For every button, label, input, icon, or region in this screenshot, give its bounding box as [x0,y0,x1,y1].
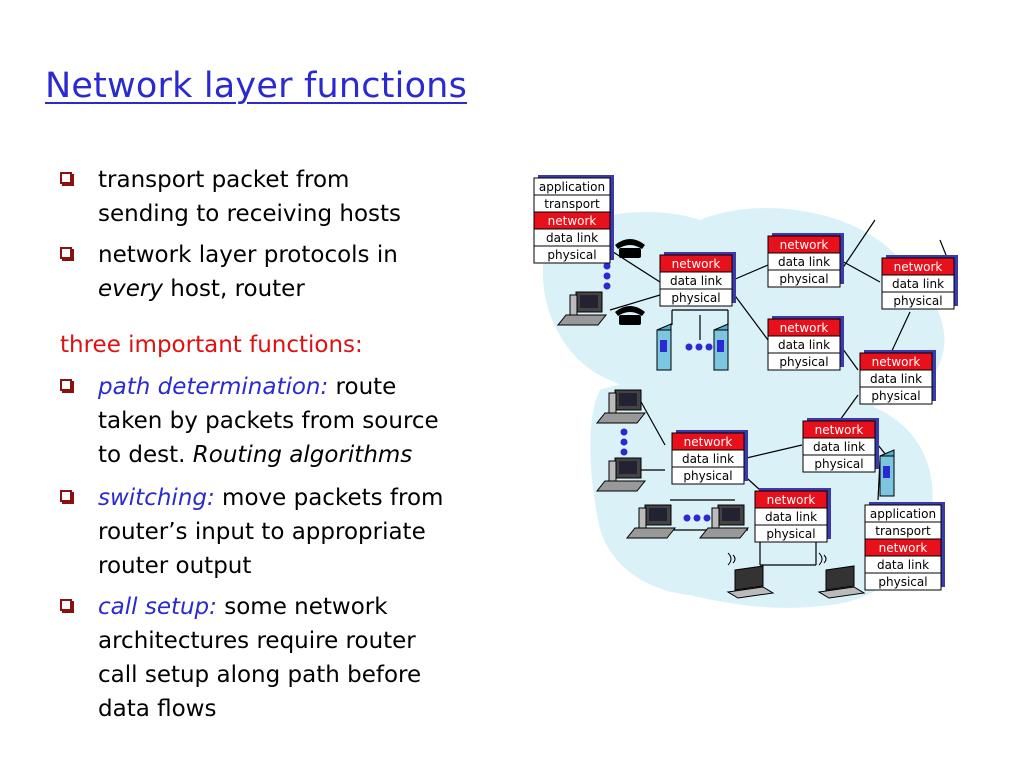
layer-label: data link [870,372,922,386]
layer-physical [659,288,733,307]
bullet-square-icon [60,490,72,502]
desktop-computer-icon [625,504,677,539]
layer-label: network [672,257,721,271]
bullet-line: call setup: some network [98,594,388,620]
desktop-computer-icon [595,457,647,492]
layer-label: data link [813,440,865,454]
layer-label: network [780,238,829,252]
layer-label: physical [814,457,863,471]
router-stack: network data link physical [802,418,879,473]
layer-label: data link [682,452,734,466]
desktop-computer-icon [595,389,647,424]
layer-label: network [548,214,597,228]
bullet-line: sending to receiving hosts [98,201,401,227]
layer-physical [767,269,841,288]
layer-label: data link [765,510,817,524]
bullet-square-icon [60,172,72,184]
layer-label: physical [766,527,815,541]
layer-physical [802,454,876,473]
layer-label: network [780,321,829,335]
layer-label: network [815,423,864,437]
bullet-line: router’s input to appropriate [98,519,426,545]
laptop-icon [817,552,866,599]
layer-label: physical [871,389,920,403]
layer-label: network [879,541,928,555]
bullet-line: to dest. Routing algorithms [98,442,413,468]
layer-label: transport [875,524,931,538]
host-protocol-stack: application transport network data link phys… [533,175,614,264]
bullet-line: transport packet from [98,167,350,193]
layer-label: physical [779,355,828,369]
telephone-icon [615,239,645,258]
layer-label: physical [547,248,596,262]
bullet-line: architectures require router [98,628,416,654]
layer-physical [767,352,841,371]
bullet-line: data flows [98,696,217,722]
router-stack: network data link physical [767,233,844,288]
layer-label: data link [778,255,830,269]
layer-label: physical [893,294,942,308]
bullet-line: call setup along path before [98,662,422,688]
layer-label: network [684,435,733,449]
host-protocol-stack: application transport network data link phys… [864,502,945,591]
layer-physical [864,572,942,591]
telephone-icon [615,306,645,325]
router-stack: network data link physical [659,252,736,307]
bullet-line: network layer protocols in [98,242,398,268]
bullet-line: path determination: route [98,374,397,400]
ellipsis-dots [603,262,713,522]
layer-label: network [872,355,921,369]
layer-label: application [539,180,605,194]
laptop-icon [726,552,775,599]
bullet-square-icon [60,247,72,259]
layer-physical [671,466,745,485]
layer-label: application [870,507,936,521]
layer-label: network [894,260,943,274]
layer-label: physical [671,291,720,305]
functions-subheading: three important functions: [60,332,363,358]
layer-label: physical [779,272,828,286]
bullet-line: taken by packets from source [98,408,439,434]
layer-physical [859,386,933,405]
page-title: Network layer functions [45,66,468,106]
bullet-square-icon [60,379,72,391]
desktop-computer-icon [556,291,608,326]
layer-label: physical [878,575,927,589]
layer-label: data link [546,231,598,245]
bullet-line: switching: move packets from [98,485,444,511]
layer-label: physical [683,469,732,483]
layer-label: transport [544,197,600,211]
server-tower-icon [656,323,672,371]
layer-label: data link [877,558,929,572]
layer-physical [881,291,955,310]
router-stack: network data link physical [859,350,936,405]
layer-physical [533,245,611,264]
bullet-line: every host, router [98,276,305,302]
layer-label: data link [778,338,830,352]
router-stack: network data link physical [754,488,831,543]
server-tower-icon [879,449,895,497]
layer-label: data link [670,274,722,288]
router-stack: network data link physical [671,430,748,485]
bullet-square-icon [60,599,72,611]
layer-label: data link [892,277,944,291]
layer-label: network [767,493,816,507]
layer-physical [754,524,828,543]
desktop-computer-icon [698,504,750,539]
network-diagram: network data link physical network data lin… [533,175,958,608]
router-stack: network data link physical [767,316,844,371]
router-stack: network data link physical [881,255,958,310]
bullet-line: router output [98,553,252,579]
server-tower-icon [713,323,729,371]
